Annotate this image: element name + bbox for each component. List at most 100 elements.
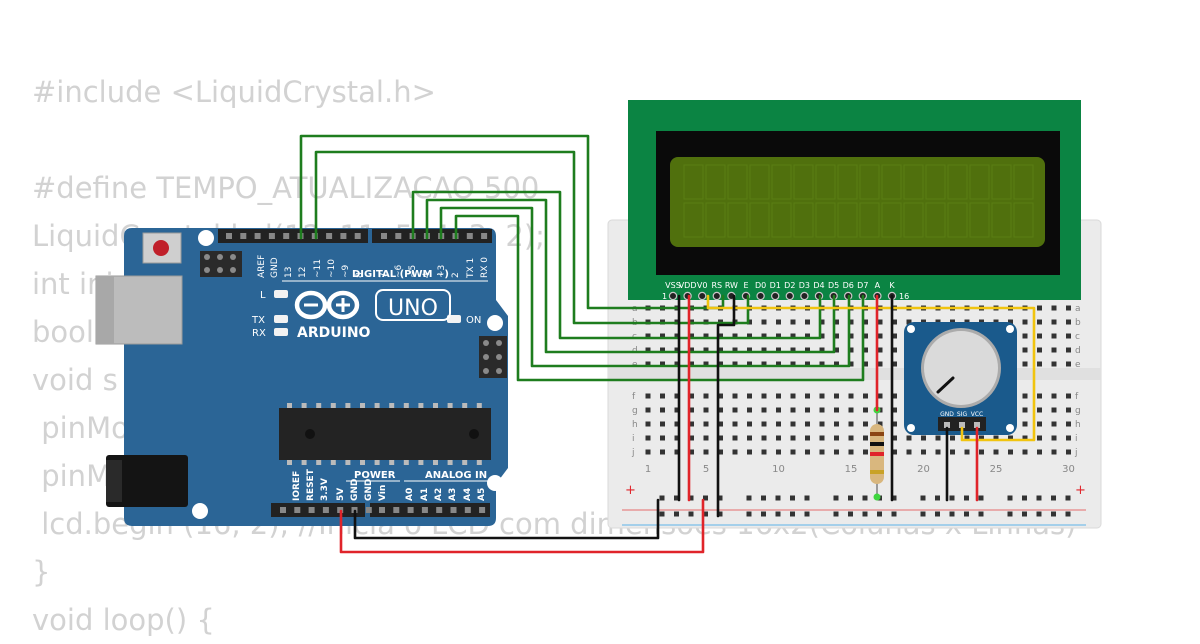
led-l-label: L	[260, 290, 266, 301]
analog-pin-label: A4	[463, 488, 473, 501]
row-label: h	[632, 420, 638, 430]
led-on	[447, 315, 461, 323]
digital-pin-label: RX 0	[480, 257, 490, 278]
column-label: 10	[772, 464, 785, 475]
digital-pin-label: ~9	[341, 264, 351, 278]
row-label: j	[631, 448, 635, 458]
wire-arduino-5v	[339, 498, 705, 554]
lcd-pin-label: D0	[755, 281, 766, 290]
digital-pin-label: 12	[298, 267, 308, 278]
analog-pin-label: A2	[434, 488, 444, 501]
wire-v0-pot-sig	[706, 294, 1036, 442]
row-label: f	[632, 392, 636, 402]
row-label: h	[1075, 420, 1081, 430]
led-rx-label: RX	[252, 328, 266, 339]
lcd-pin-first: 1	[662, 292, 667, 301]
aref-label: AREF	[257, 255, 267, 278]
digital-pin-label: TX 1	[466, 258, 476, 279]
potentiometer-module: GND SIG VCC	[904, 322, 1017, 435]
lcd-pin-label: RW	[725, 281, 738, 290]
pot-pin-sig-label: SIG	[957, 411, 968, 418]
wire-d4-pin5	[411, 190, 822, 340]
lcd-pin-label: E	[743, 281, 748, 290]
row-label: i	[632, 434, 635, 444]
led-rx	[274, 328, 288, 336]
lcd-pin-label: RS	[711, 281, 722, 290]
gnd-top-label: GND	[270, 257, 280, 278]
code-line: #include <LiquidCrystal.h>	[32, 75, 436, 109]
wire-e-pin11	[314, 150, 750, 325]
lcd-pin-label: VDD	[679, 281, 697, 290]
wire-d5-pin4	[425, 198, 836, 354]
rail-plus-right: +	[1075, 483, 1086, 498]
row-label: j	[1074, 448, 1078, 458]
column-label: 30	[1062, 464, 1075, 475]
wire-arduino-gnd	[353, 498, 660, 540]
digital-label: DIGITAL (PWM ~)	[352, 269, 449, 280]
digital-pin-label: ~10	[327, 259, 337, 278]
analog-pin-label: A1	[420, 488, 430, 501]
wire-rw-gnd	[716, 294, 736, 518]
lcd-screen	[670, 157, 1045, 247]
code-line: pinMo	[32, 411, 129, 445]
lcd-pin-label: D7	[857, 281, 868, 290]
power-pin-label: GND	[350, 479, 360, 501]
wires	[299, 134, 1036, 554]
pot-pin-gnd-label: GND	[940, 411, 954, 418]
digital-pin-label: 7	[379, 272, 389, 278]
resistor	[870, 406, 884, 501]
analog-pin-label: A3	[448, 488, 458, 501]
analog-pin-label: A5	[477, 488, 487, 501]
power-label: POWER	[354, 470, 396, 481]
row-label: i	[1075, 434, 1078, 444]
wire-d7-pin2	[454, 214, 865, 382]
pot-pin-vcc-label: VCC	[971, 411, 983, 418]
row-label: d	[1075, 346, 1081, 356]
analog-pin-label: A0	[405, 488, 415, 501]
column-label: 15	[845, 464, 858, 475]
lcd-pin-label: K	[889, 281, 895, 290]
power-pin-label: GND	[364, 479, 374, 501]
power-pin-label: 3.3V	[320, 478, 330, 501]
row-label: c	[1075, 332, 1080, 342]
lcd-pin-label: D3	[799, 281, 810, 290]
lcd-pin-last: 16	[899, 292, 909, 301]
digital-pin-label: ~5	[408, 265, 418, 278]
led-l	[274, 290, 288, 298]
column-label: 1	[645, 464, 651, 475]
led-on-label: ON	[466, 315, 481, 326]
column-label: 20	[917, 464, 930, 475]
power-pin-label: IOREF	[292, 471, 302, 501]
lcd-pin-label: D6	[843, 281, 854, 290]
column-label: 25	[990, 464, 1003, 475]
power-pin-label: RESET	[306, 468, 316, 501]
lcd-pin-label: D1	[770, 281, 781, 290]
model-label: UNO	[388, 296, 438, 321]
column-label: 5	[703, 464, 709, 475]
code-line: }	[32, 555, 51, 589]
row-label: e	[1075, 360, 1081, 370]
lcd-pin-label: D4	[813, 281, 824, 290]
digital-pin-label: 8	[355, 272, 365, 278]
arduino-uno-board: L TX RX ON UNO ARDUINO DIGITAL (PWM ~) A…	[95, 228, 508, 526]
lcd-pin-label: D5	[828, 281, 839, 290]
wire-rs-pin12	[299, 134, 725, 310]
row-label: a	[1075, 304, 1081, 314]
power-jack	[106, 455, 188, 507]
lcd-pin-label: D2	[784, 281, 795, 290]
power-pin-label: 5V	[336, 488, 346, 501]
potentiometer-knob[interactable]	[924, 331, 998, 405]
digital-pin-label: 2	[451, 272, 461, 278]
led-tx-label: TX	[251, 315, 265, 326]
analog-label: ANALOG IN	[425, 470, 487, 481]
digital-pin-label: ~11	[313, 259, 323, 278]
digital-pin-label: ~6	[394, 264, 404, 278]
row-label: b	[1075, 318, 1081, 328]
lcd-pin-label: VSS	[665, 281, 681, 290]
